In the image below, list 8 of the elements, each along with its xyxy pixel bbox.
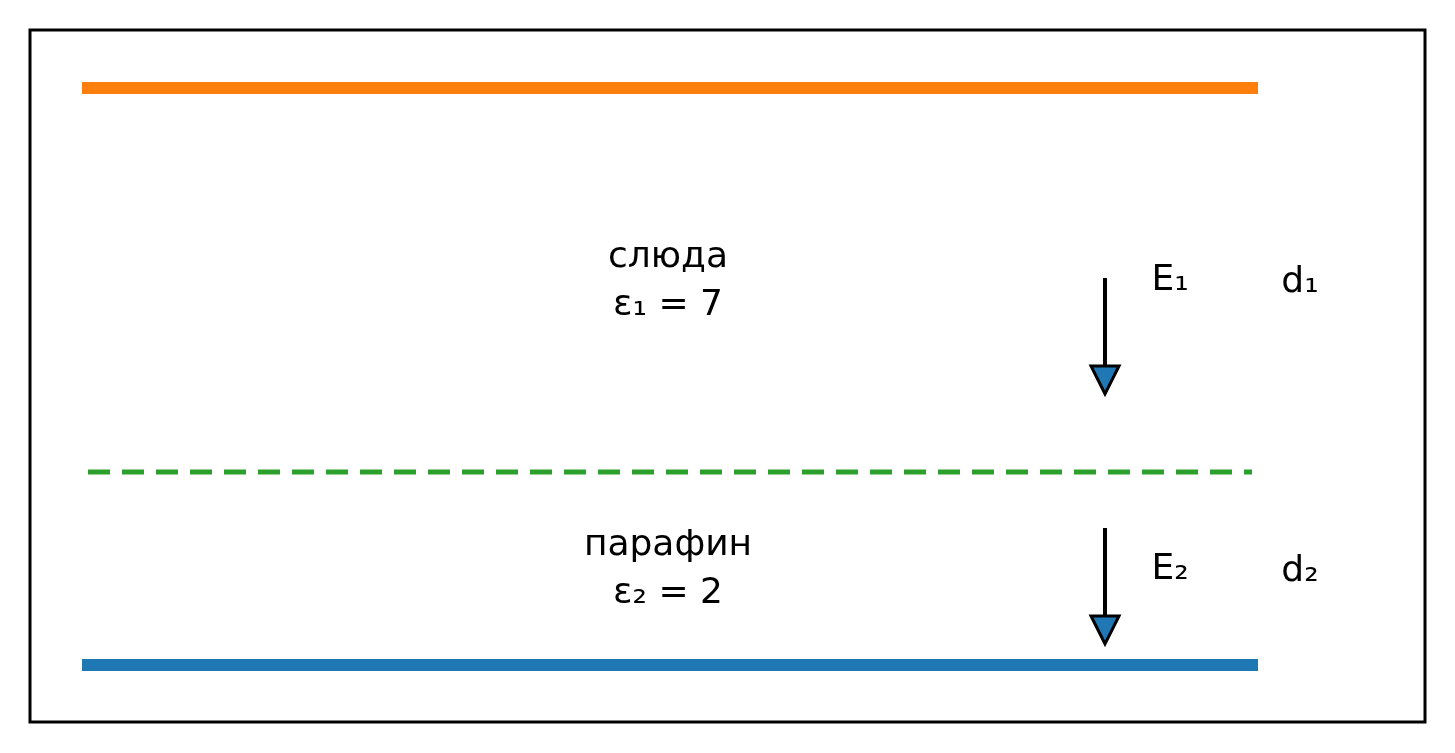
- permittivity-label: ε₂ = 2: [613, 569, 723, 613]
- permittivity-label: ε₁ = 7: [613, 281, 723, 325]
- material-label: слюда: [607, 233, 729, 277]
- field-label: E₁: [1151, 256, 1189, 300]
- thickness-label: d₁: [1281, 258, 1319, 302]
- material-label: парафин: [583, 521, 753, 565]
- thickness-label: d₂: [1281, 547, 1319, 591]
- field-label: E₂: [1151, 545, 1189, 589]
